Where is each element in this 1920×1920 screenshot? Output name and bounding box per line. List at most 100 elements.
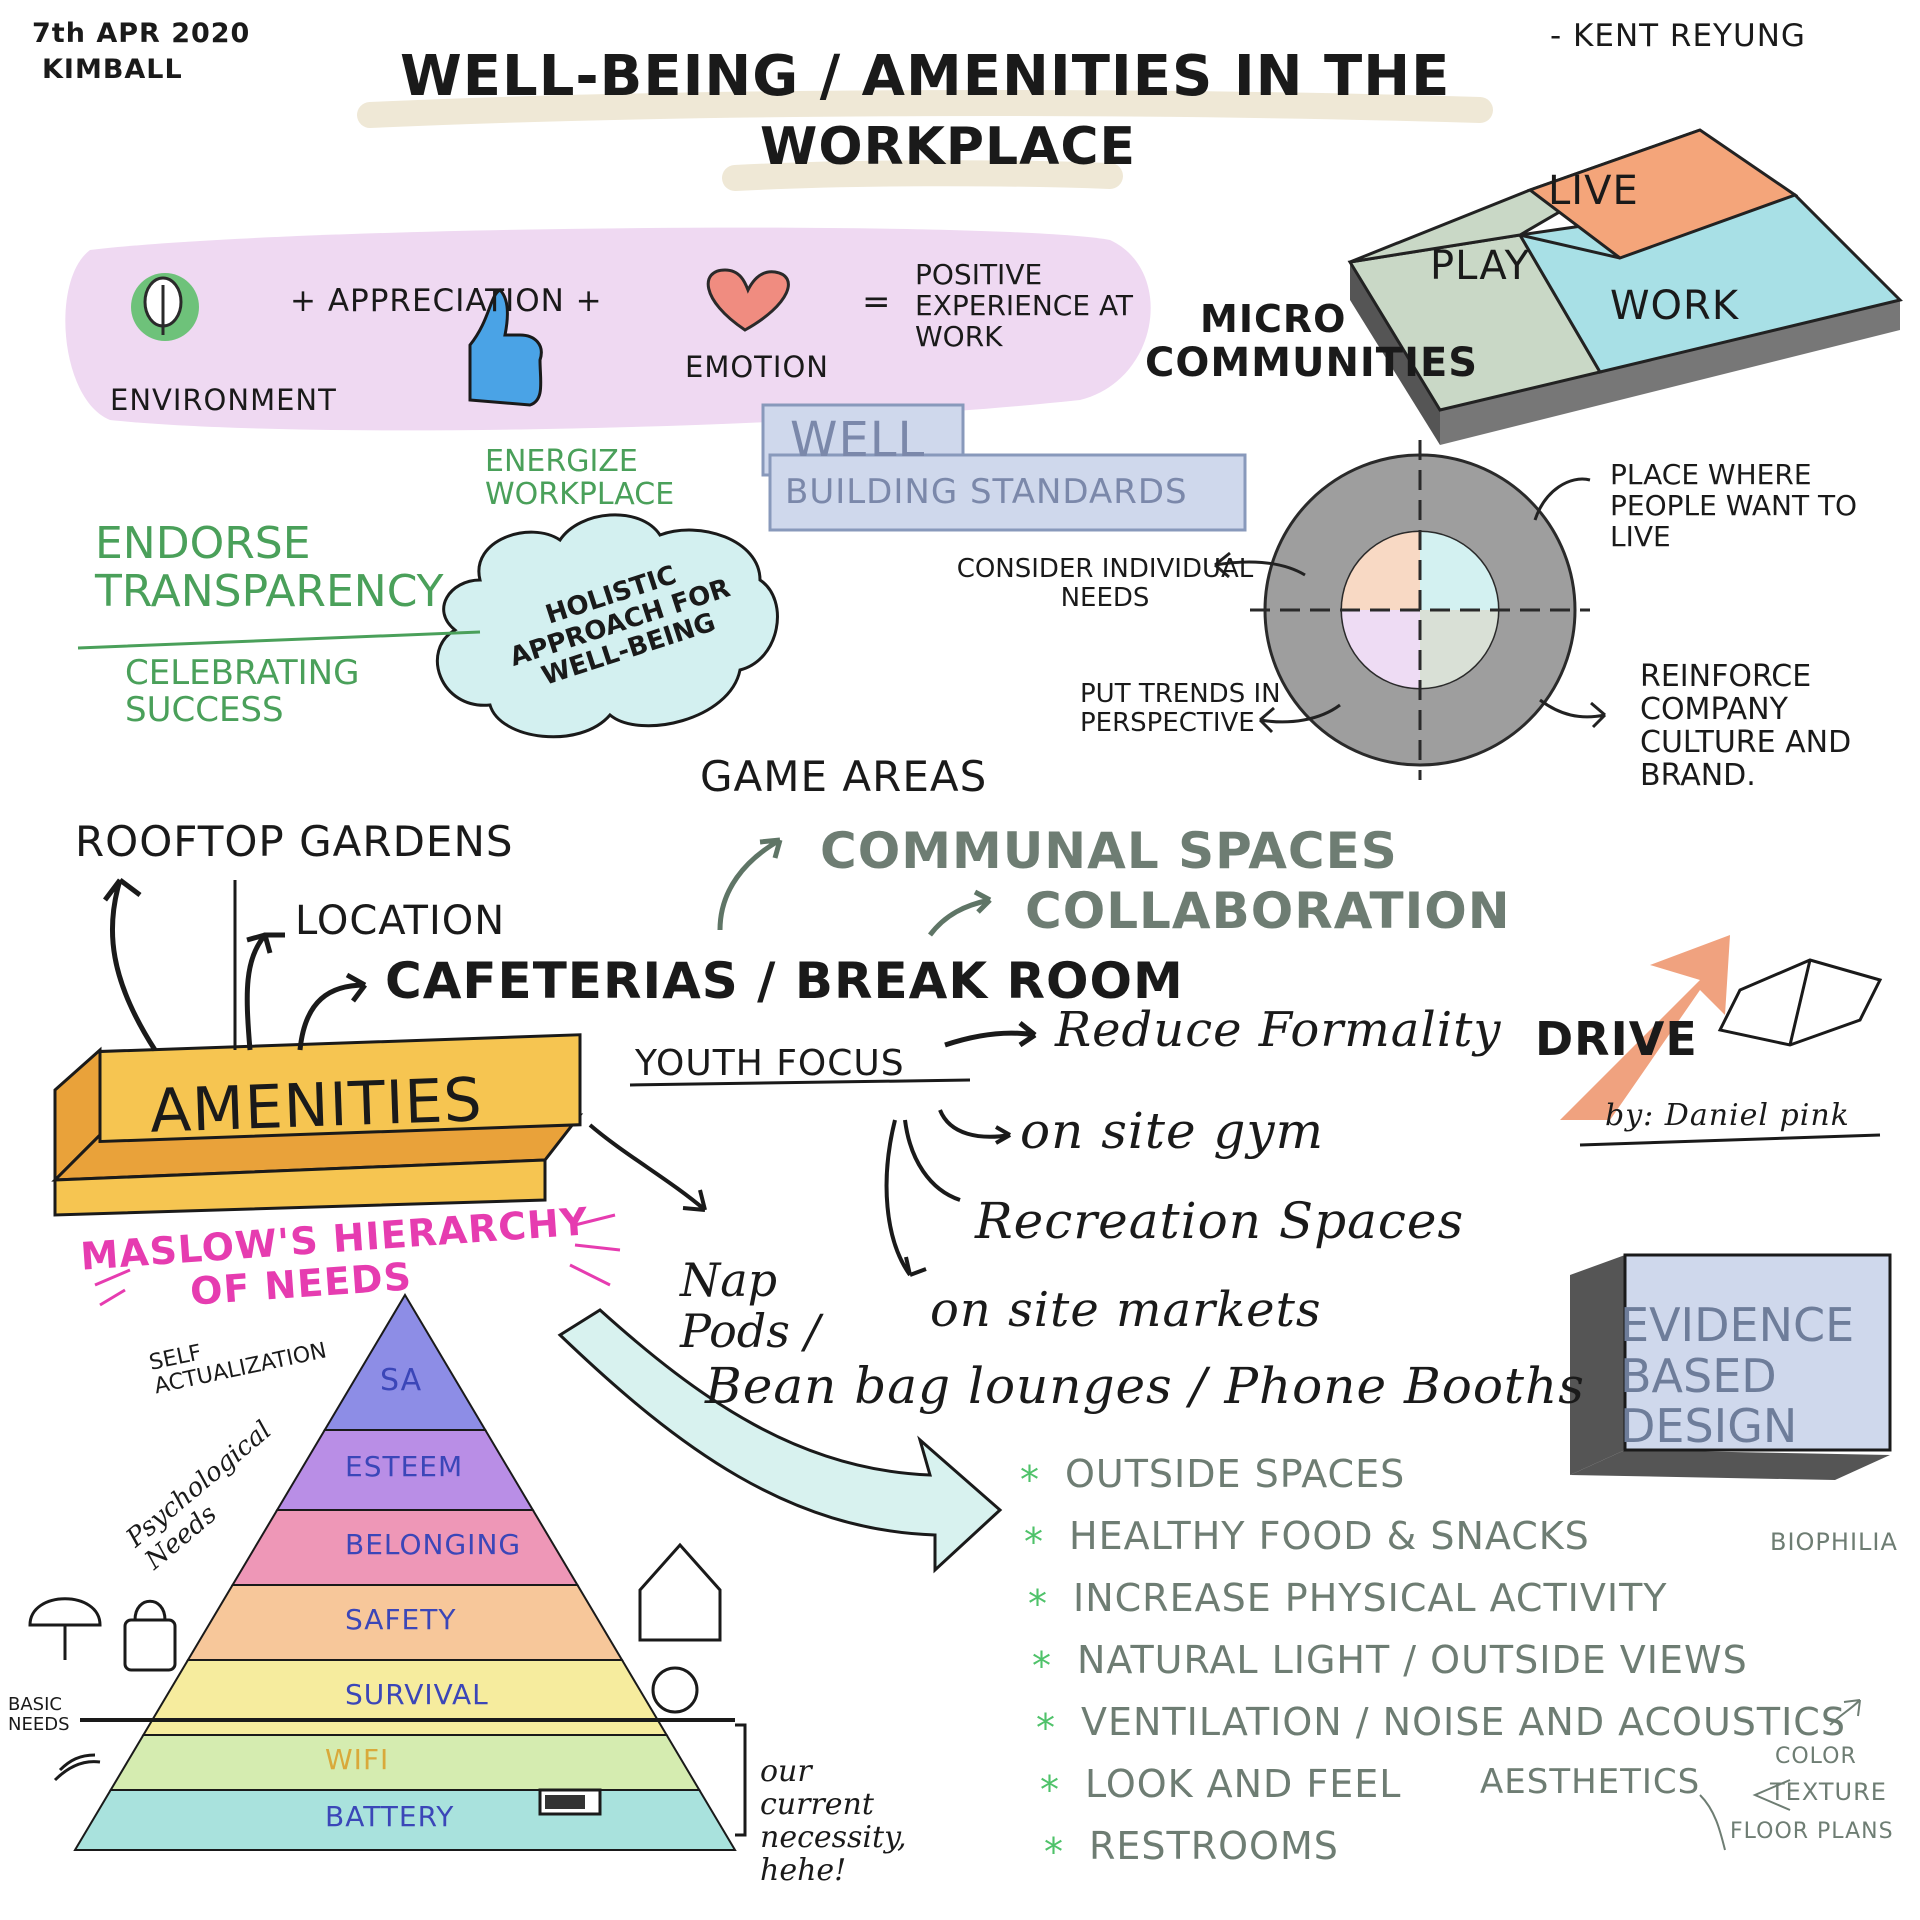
arrow-rooftop xyxy=(103,878,158,1052)
emphasis-lines xyxy=(94,1268,131,1307)
appreciation-label: + APPRECIATION + xyxy=(290,283,603,319)
youth-focus: YOUTH FOCUS xyxy=(635,1043,905,1084)
plate-icon xyxy=(651,1666,699,1714)
list-stars: ******* xyxy=(1020,1458,1063,1874)
formula-result: POSITIVE EXPERIENCE AT WORK xyxy=(915,258,1134,353)
amenities-label: AMENITIES xyxy=(148,1065,484,1147)
aesthetics: AESTHETICS xyxy=(1480,1762,1701,1802)
star-bullet: * xyxy=(1032,1644,1051,1688)
star-bullet: * xyxy=(1040,1768,1059,1812)
ebd-item: LOOK AND FEEL xyxy=(1085,1762,1402,1806)
ebd-item: HEALTHY FOOD & SNACKS xyxy=(1069,1514,1590,1558)
aesthetics-floor: FLOOR PLANS xyxy=(1730,1819,1894,1844)
ebd-item: OUTSIDE SPACES xyxy=(1065,1452,1406,1496)
heart-icon xyxy=(706,268,790,332)
pyramid-label-wifi: WIFI xyxy=(325,1742,390,1776)
green-underline xyxy=(77,630,481,650)
date: 7th APR 2020 xyxy=(32,18,251,49)
drive-underline xyxy=(1579,1133,1881,1147)
arrow-reduce xyxy=(944,1021,1037,1048)
wheel-reinforce: REINFORCE COMPANY CULTURE AND BRAND. xyxy=(1640,659,1852,793)
tile-live: LIVE xyxy=(1548,168,1639,214)
big-arrow xyxy=(557,1308,1003,1574)
maslow-pyramid xyxy=(73,1293,737,1851)
aesthetics-color: COLOR xyxy=(1775,1744,1857,1769)
holistic-cloud xyxy=(436,513,779,739)
page-title-line2: WORKPLACE xyxy=(760,117,1137,177)
energize-note: ENERGIZE WORKPLACE xyxy=(485,444,675,512)
biophilia-arrow xyxy=(1829,1699,1861,1726)
arrow-nap xyxy=(588,1123,707,1212)
ebd-item: INCREASE PHYSICAL ACTIVITY xyxy=(1073,1576,1668,1620)
ebd-item: VENTILATION / NOISE AND ACOUSTICS xyxy=(1081,1700,1846,1744)
location: LOCATION xyxy=(295,898,506,944)
arrow-communal xyxy=(717,837,783,931)
title-highlight xyxy=(357,90,1493,128)
wheel-place: PLACE WHERE PEOPLE WANT TO LIVE xyxy=(1610,458,1858,553)
tile-work: WORK xyxy=(1610,283,1740,329)
book-icon xyxy=(1717,958,1883,1047)
cafeterias: CAFETERIAS / BREAK ROOM xyxy=(385,952,1184,1010)
tile-play: PLAY xyxy=(1430,243,1531,289)
wheel-arrow xyxy=(1539,698,1607,729)
event-name: KIMBALL xyxy=(42,54,183,85)
equals-sign: = xyxy=(862,282,892,322)
recreation-spaces: Recreation Spaces xyxy=(975,1192,1465,1250)
bean-bag: Bean bag lounges / Phone Booths xyxy=(705,1357,1585,1415)
ebd-item: RESTROOMS xyxy=(1089,1824,1339,1868)
pyramid-label-survival: SURVIVAL xyxy=(345,1677,489,1711)
well-standards-box xyxy=(768,453,1247,532)
aesthetics-texture: TEXTURE xyxy=(1770,1778,1887,1806)
evidence-box xyxy=(1570,1253,1892,1480)
arrow-collaboration xyxy=(928,889,992,937)
author: - KENT REYUNG xyxy=(1550,18,1806,54)
drive-title: DRIVE xyxy=(1535,1012,1698,1066)
celebrating-note: CELEBRATING SUCCESS xyxy=(125,653,360,731)
endorse-note: ENDORSE TRANSPARENCY xyxy=(95,518,444,618)
basic-needs-note: BASIC NEEDS xyxy=(8,1694,70,1735)
formula-bubble xyxy=(65,227,1151,431)
star-bullet: * xyxy=(1024,1520,1043,1564)
well-title: WELL xyxy=(790,412,926,468)
wheel-trends: PUT TRENDS IN PERSPECTIVE xyxy=(1080,679,1281,738)
communities-label: COMMUNITIES xyxy=(1145,340,1479,386)
lock-icon xyxy=(123,1618,177,1672)
arrow-recreation xyxy=(903,1119,961,1202)
pyramid-label-esteem: ESTEEM xyxy=(345,1450,464,1483)
page-title: WELL-BEING / AMENITIES IN THE xyxy=(400,44,1451,109)
reduce-formality: Reduce Formality xyxy=(1055,1002,1502,1058)
pyramid-label-safety: SAFETY xyxy=(345,1602,457,1636)
emotion-label: EMOTION xyxy=(685,350,829,384)
pyramid-label-battery: BATTERY xyxy=(325,1800,455,1833)
title-highlight xyxy=(722,160,1123,191)
on-site-markets: on site markets xyxy=(930,1282,1322,1338)
star-bullet: * xyxy=(1028,1582,1047,1626)
umbrella-icon xyxy=(28,1597,102,1627)
pyramid-label-sa: SA xyxy=(380,1362,423,1398)
house-icon xyxy=(638,1542,722,1642)
arrow-gym xyxy=(938,1109,1011,1145)
wheel-arrow xyxy=(1258,703,1341,734)
game-areas: GAME AREAS xyxy=(700,752,988,801)
rooftop-gardens: ROOFTOP GARDENS xyxy=(75,817,514,866)
environment-label: ENVIRONMENT xyxy=(110,383,337,417)
star-bullet: * xyxy=(1036,1706,1055,1750)
collaboration: COLLABORATION xyxy=(1025,882,1511,940)
necessity-note: our current necessity, hehe! xyxy=(760,1754,907,1888)
communal-spaces: COMMUNAL SPACES xyxy=(820,822,1398,880)
ebd-item: NATURAL LIGHT / OUTSIDE VIEWS xyxy=(1077,1638,1748,1682)
bracket xyxy=(735,1723,747,1837)
amenities-block xyxy=(51,1033,584,1217)
star-bullet: * xyxy=(1044,1830,1063,1874)
thumbs-up-icon xyxy=(468,288,543,407)
arrow-markets xyxy=(884,1119,927,1277)
wheel-arrow xyxy=(1533,477,1591,521)
well-subtitle: BUILDING STANDARDS xyxy=(785,472,1188,512)
wifi-icon xyxy=(53,1753,101,1782)
drive-arrow-icon xyxy=(1560,935,1730,1120)
drive-author: by: Daniel pink xyxy=(1605,1098,1850,1133)
pyramid-layer-wifi xyxy=(108,1734,702,1791)
on-site-gym: on site gym xyxy=(1020,1102,1325,1160)
wheel-consider: CONSIDER INDIVIDUAL NEEDS xyxy=(956,554,1254,613)
wheel-arrow xyxy=(1214,551,1306,579)
